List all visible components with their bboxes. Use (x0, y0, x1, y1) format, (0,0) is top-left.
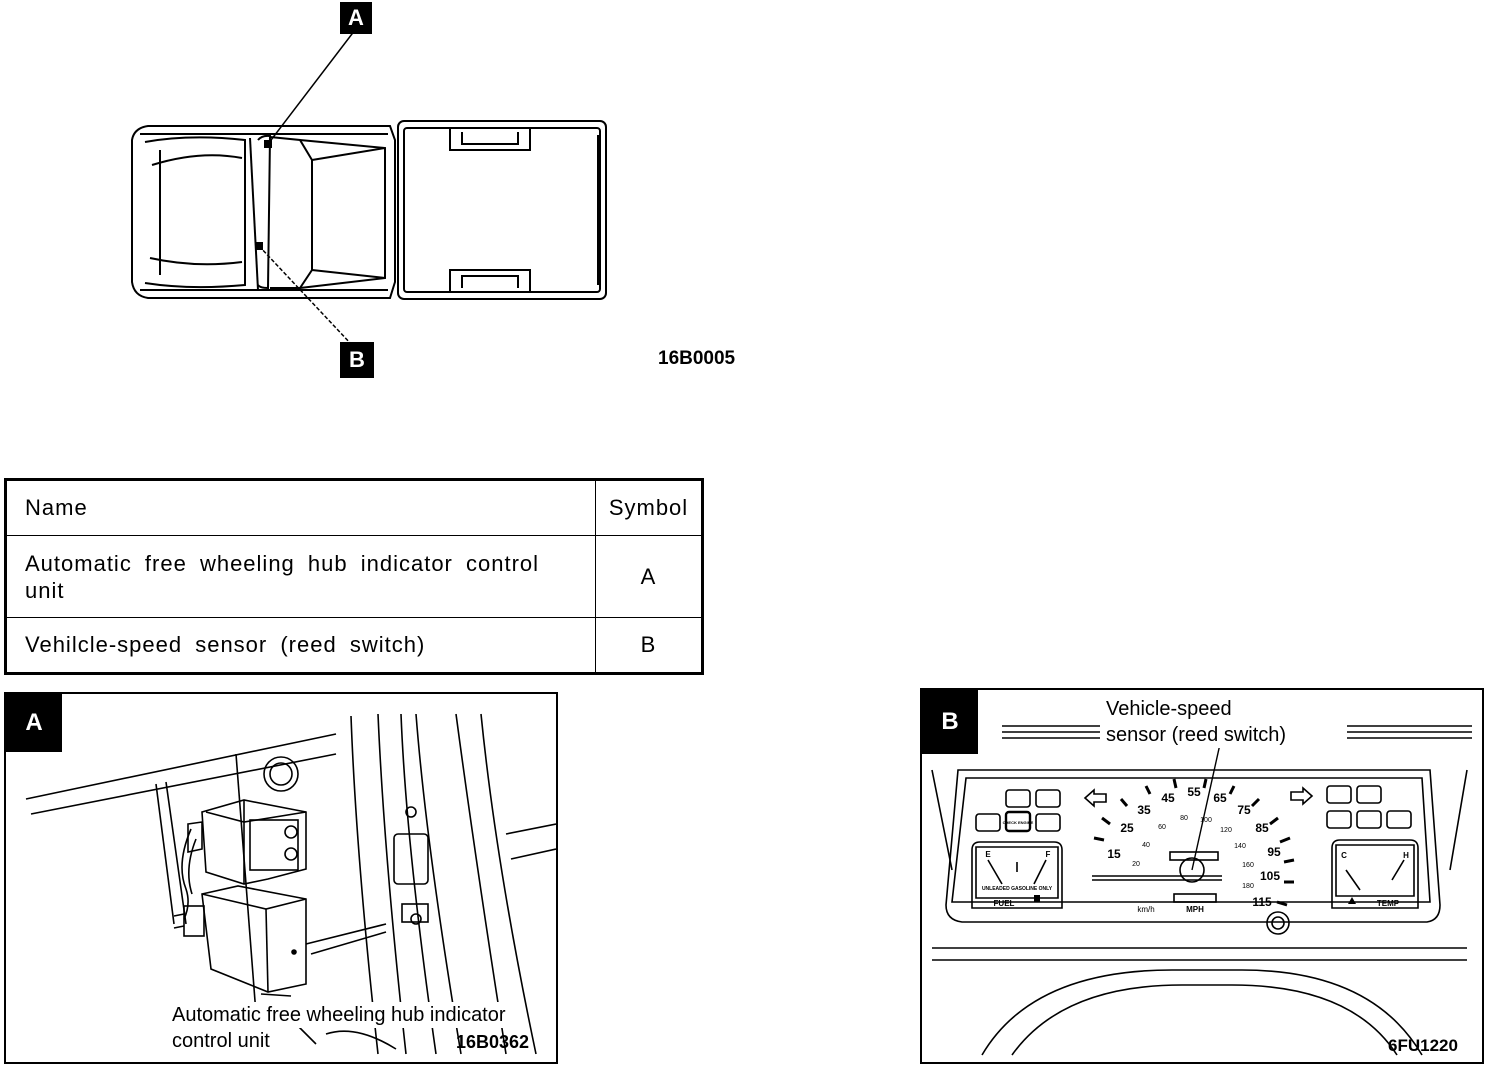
instrument-cluster-drawing: 15 25 35 45 55 65 75 85 95 105 115 20 40… (931, 725, 1472, 1056)
header-symbol: Symbol (595, 479, 703, 536)
fuel-pump-icon (1034, 895, 1040, 902)
kmh-label: 140 (1234, 843, 1246, 850)
overview-figure-code: 16B0005 (658, 348, 736, 369)
panel-a-tag: A (6, 694, 62, 752)
table-header-row: Name Symbol (5, 479, 703, 536)
fuel-label: FUEL (994, 899, 1015, 908)
callout-b-tag: B (340, 342, 374, 378)
mph-label: 25 (1120, 821, 1134, 835)
table-row: Automatic free wheeling hub indicator co… (5, 535, 703, 618)
control-unit-drawing (25, 713, 556, 1055)
kmh-label: 20 (1132, 861, 1140, 868)
panel-b-figure-code: 6FU1220 (1388, 1036, 1458, 1055)
thermometer-icon (1348, 897, 1356, 904)
mph-label: 95 (1267, 845, 1281, 859)
table-row: Vehilcle-speed sensor (reed switch) B (5, 617, 703, 674)
mph-label: 75 (1237, 803, 1251, 817)
mph-label: 15 (1107, 847, 1121, 861)
kmh-label: 180 (1242, 883, 1254, 890)
speed-sensor-label-line2: sensor (reed switch) (1106, 722, 1287, 748)
kmh-label: 60 (1158, 824, 1166, 831)
kmh-label: 160 (1242, 862, 1254, 869)
check-engine-light: CHECK ENGINE (1003, 820, 1034, 825)
kmh-label: 100 (1200, 817, 1212, 824)
row-symbol: A (595, 535, 703, 618)
row-name: Automatic free wheeling hub indicator co… (5, 535, 596, 618)
mph-label: 65 (1213, 791, 1227, 805)
mph-label: 35 (1137, 803, 1151, 817)
row-name: Vehilcle-speed sensor (reed switch) (5, 617, 596, 674)
mph-label: 45 (1161, 791, 1175, 805)
fuel-e: E (985, 850, 991, 859)
speed-sensor-label-line1: Vehicle-speed (1106, 696, 1232, 722)
temp-h: H (1403, 851, 1409, 860)
panel-b-tag: B (922, 690, 978, 754)
temp-label: TEMP (1377, 899, 1400, 908)
header-name: Name (5, 479, 596, 536)
parts-table: Name Symbol Automatic free wheeling hub … (4, 478, 704, 675)
kmh-label: 120 (1220, 827, 1232, 834)
mph-label: 105 (1260, 869, 1280, 883)
callout-a-tag: A (340, 2, 372, 34)
mph-label: 115 (1252, 895, 1272, 909)
truck-top-view-drawing (131, 29, 607, 346)
kmh-label: 80 (1180, 815, 1188, 822)
control-unit-label-line2: control unit (172, 1028, 270, 1054)
temp-c: C (1341, 851, 1347, 860)
mph-unit: MPH (1186, 905, 1204, 914)
fuel-note: UNLEADED GASOLINE ONLY (982, 886, 1053, 892)
kmh-unit: km/h (1137, 905, 1154, 914)
kmh-label: 40 (1142, 842, 1150, 849)
truck-overview-diagram: A B 16B0005 (0, 0, 780, 400)
panel-a-figure-code: 16B0362 (456, 1032, 530, 1052)
mph-label: 55 (1187, 785, 1201, 799)
panel-a-control-unit: A Automatic free wheeling hub indicator … (4, 692, 558, 1064)
row-symbol: B (595, 617, 703, 674)
control-unit-label-line1: Automatic free wheeling hub indicator (172, 1002, 506, 1028)
mph-label: 85 (1255, 821, 1269, 835)
fuel-f: F (1046, 850, 1051, 859)
panel-b-speed-sensor: 15 25 35 45 55 65 75 85 95 105 115 20 40… (920, 688, 1484, 1064)
